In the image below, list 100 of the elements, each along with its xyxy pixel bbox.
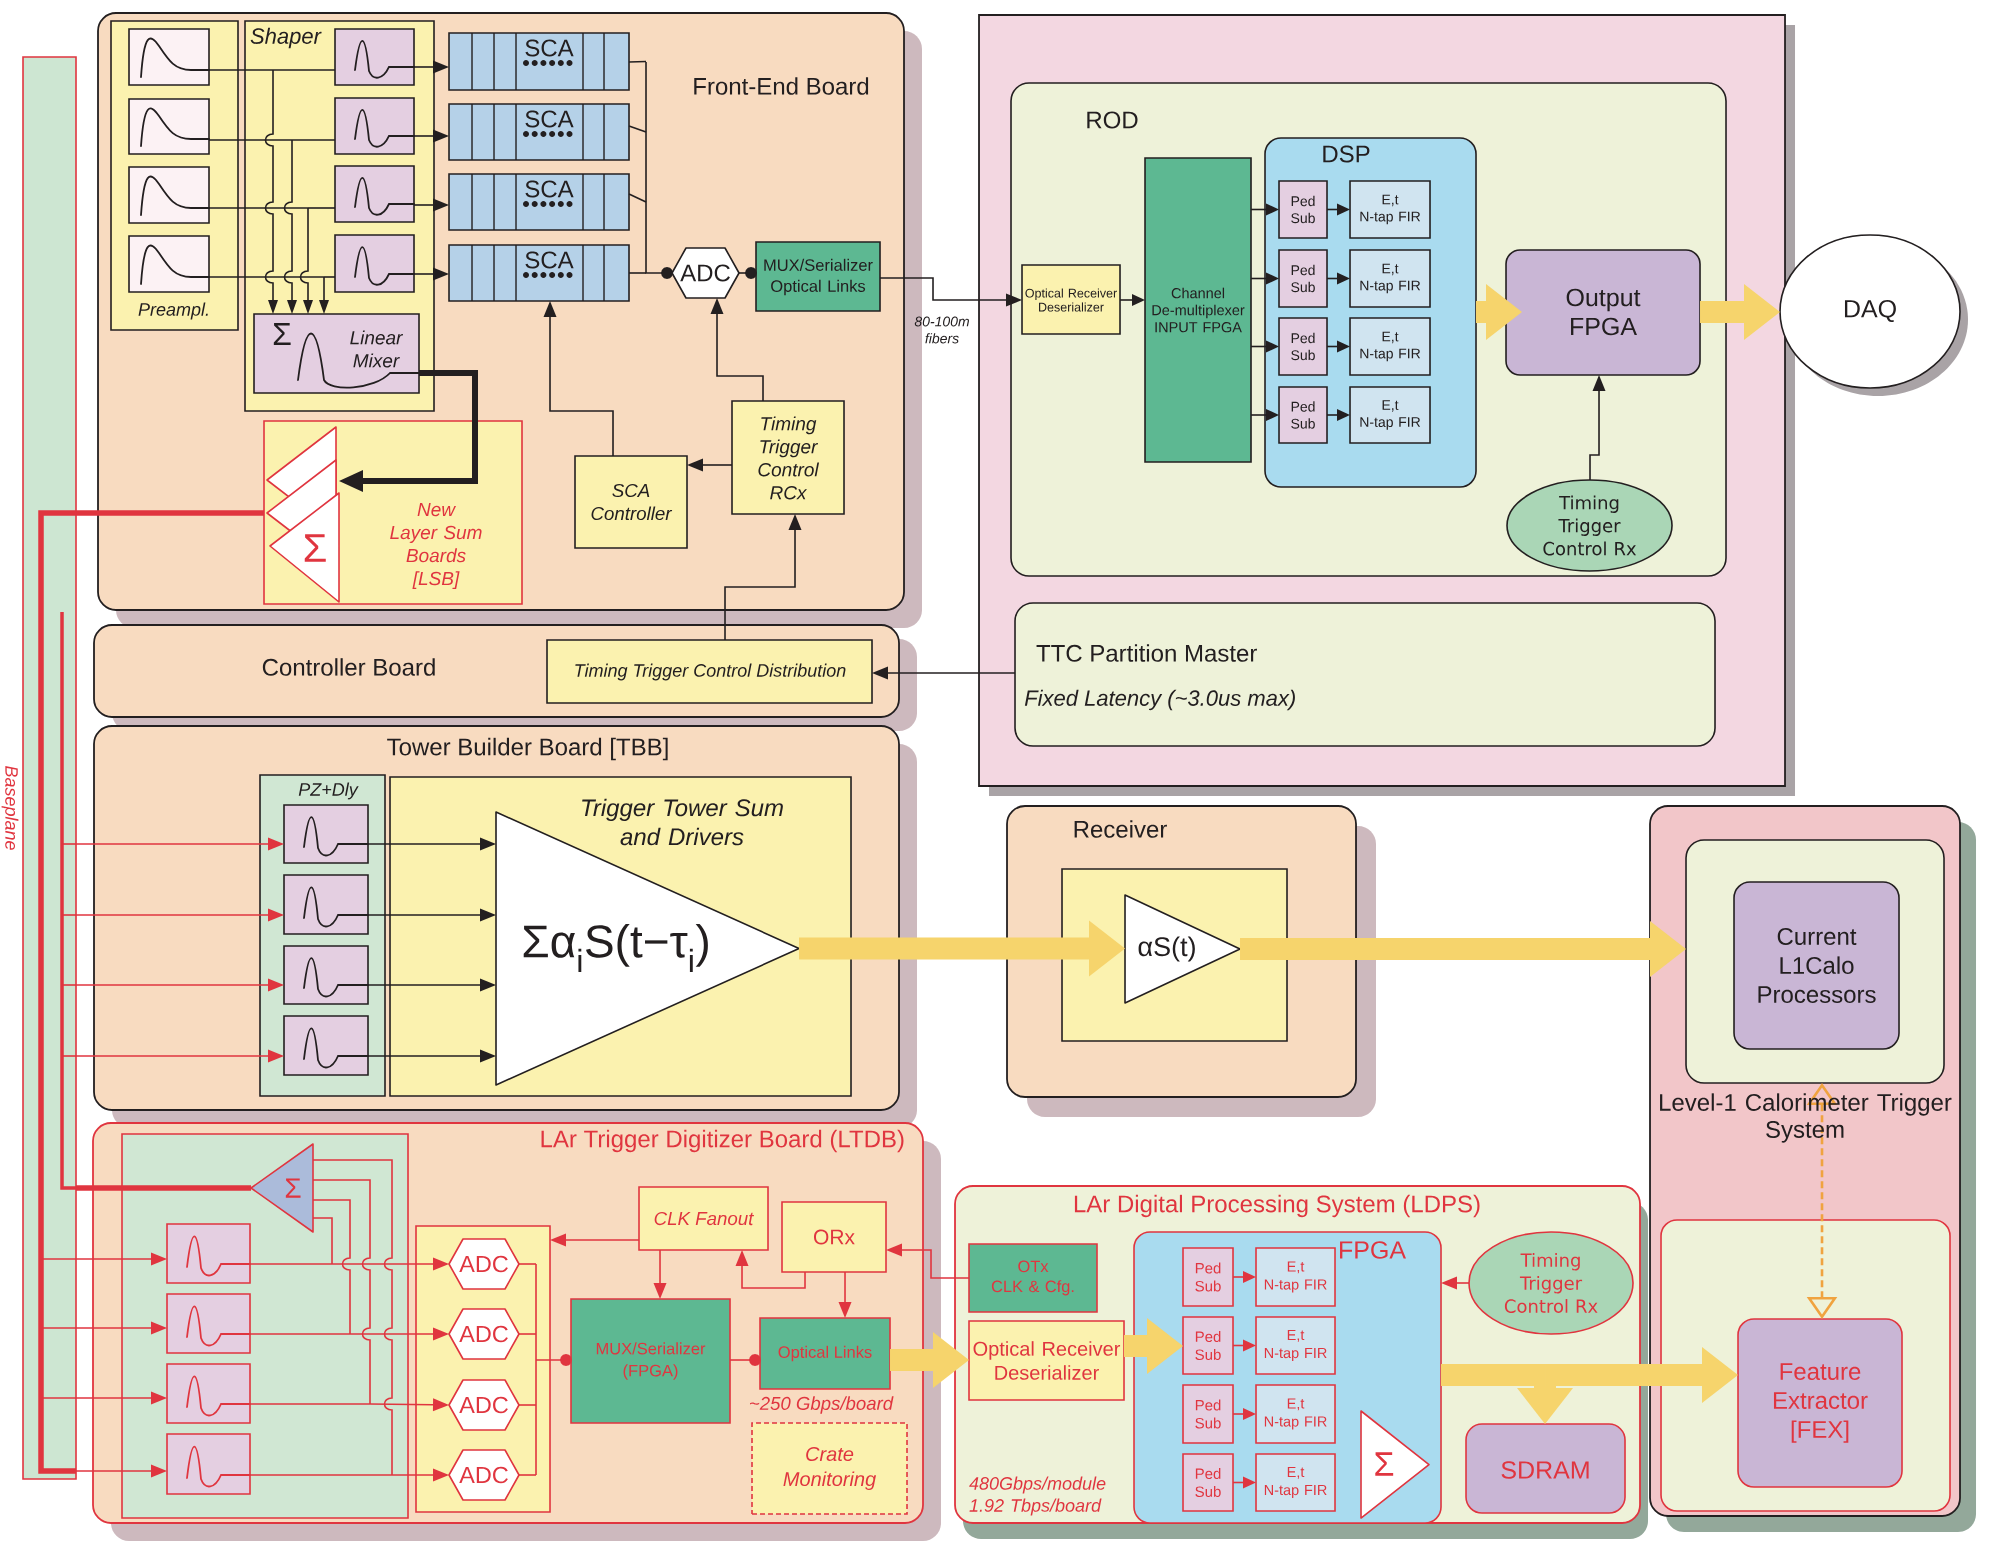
arrow — [75, 1391, 167, 1405]
process-box: Optical Links — [759, 1317, 891, 1390]
block-arrow — [1124, 1318, 1183, 1374]
connector-line — [76, 1185, 251, 1191]
adc-hexagon: ADC — [448, 1308, 520, 1360]
process-box: SCA Controller — [574, 455, 688, 549]
connector-line — [518, 1474, 537, 1476]
arrow — [413, 267, 449, 281]
block-arrow — [1476, 284, 1522, 340]
process-box: Output FPGA — [1505, 249, 1701, 376]
arrow — [75, 1321, 167, 1335]
connector-line — [628, 193, 647, 203]
arrow — [653, 1249, 667, 1299]
connector-line — [518, 1263, 537, 1265]
arrow — [879, 277, 1022, 307]
edge-label: 80-100m fibers — [914, 316, 969, 344]
block-arrow — [799, 920, 1125, 977]
cell-array-box: SCA — [448, 32, 630, 91]
cell-array-box: SCA — [448, 173, 630, 231]
pulse-box — [166, 1433, 251, 1495]
connector-line — [76, 510, 264, 516]
arrow — [687, 458, 733, 472]
ellipse-node: DAQ — [1779, 234, 1968, 396]
arrow — [339, 370, 478, 492]
connector-line — [272, 69, 336, 71]
note-text: ~250 Gbps/board — [750, 1396, 894, 1414]
connector-line — [249, 1474, 393, 1476]
connector-line — [645, 61, 673, 279]
summing-triangle: Σ — [250, 1143, 314, 1233]
process-box: E,t N-tap FIR — [1349, 317, 1431, 376]
connector-line — [738, 267, 757, 279]
arrow — [1589, 375, 1606, 481]
adc-hexagon: ADC — [448, 1238, 520, 1290]
arrow — [391, 1468, 449, 1482]
pulse-box — [166, 1223, 251, 1284]
pulse-box — [334, 234, 415, 293]
connector-line — [208, 207, 309, 209]
process-box: Ped Sub — [1182, 1247, 1234, 1307]
connector-line — [249, 1263, 333, 1265]
arrow — [331, 1257, 449, 1271]
connector-line — [249, 1403, 371, 1405]
connector-line — [249, 1333, 351, 1335]
mixer-box: Σ Linear Mixer — [253, 313, 420, 394]
pulse-box — [283, 1015, 369, 1076]
connector-line — [518, 1333, 537, 1335]
arrow — [319, 276, 329, 314]
block-arrow — [1700, 284, 1780, 340]
connector-line — [628, 60, 647, 63]
pulse-box — [128, 98, 210, 155]
connector-line — [312, 1159, 393, 1476]
ellipse-node: Timing Trigger Control Rx — [1506, 479, 1673, 572]
arrow — [283, 139, 297, 314]
arrow — [1232, 1271, 1256, 1283]
adc-hexagon: ADC — [448, 1449, 520, 1501]
arrow — [413, 129, 449, 143]
arrow — [1232, 1339, 1256, 1352]
amplifier-triangle: αS(t) — [1124, 894, 1241, 1004]
process-box: Ped Sub — [1278, 180, 1328, 239]
process-box: Ped Sub — [1278, 249, 1328, 308]
connector-line — [729, 1354, 761, 1366]
process-box: Ped Sub — [1182, 1316, 1234, 1375]
process-box: E,t N-tap FIR — [1255, 1453, 1336, 1512]
arrow — [1326, 272, 1350, 285]
arrow — [1250, 409, 1279, 421]
process-box: Feature Extractor [FEX] — [1737, 1318, 1903, 1488]
pulse-box — [128, 235, 210, 293]
process-box: E,t N-tap FIR — [1255, 1384, 1336, 1444]
connector-line — [628, 125, 647, 133]
arrow — [413, 60, 449, 74]
process-box: ORx — [781, 1201, 887, 1273]
arrow — [724, 514, 802, 641]
arrow — [1119, 294, 1145, 306]
pulse-box — [166, 1363, 251, 1424]
arrow — [75, 1049, 284, 1063]
process-box: Ped Sub — [1278, 386, 1328, 444]
arrow — [710, 298, 764, 402]
arrow — [838, 1271, 852, 1318]
process-box: SDRAM — [1465, 1423, 1626, 1514]
connector-line — [628, 272, 647, 274]
process-box: Optical Receiver Deserializer — [968, 1320, 1125, 1401]
arrow — [369, 1398, 449, 1412]
arrow — [543, 301, 614, 457]
connector-line — [307, 207, 336, 209]
arrow — [75, 1464, 167, 1478]
arrow — [75, 978, 284, 992]
arrow — [367, 837, 496, 851]
arrow — [872, 666, 1016, 680]
cell-array-box: SCA — [448, 103, 630, 161]
process-box: E,t N-tap FIR — [1349, 180, 1431, 239]
adc-hexagon: ADC — [448, 1379, 520, 1431]
block-arrow — [1240, 921, 1686, 977]
process-box: Ped Sub — [1278, 317, 1328, 376]
connector-line — [208, 139, 293, 141]
pulse-box — [128, 28, 210, 86]
process-box: Timing Trigger Control RCx — [731, 400, 845, 515]
connector-line — [312, 1217, 333, 1265]
arrow — [1326, 409, 1350, 421]
block-arrow — [1517, 1386, 1573, 1424]
block-arrow — [890, 1332, 969, 1388]
ellipse-node: Timing Trigger Control Rx — [1468, 1231, 1634, 1335]
